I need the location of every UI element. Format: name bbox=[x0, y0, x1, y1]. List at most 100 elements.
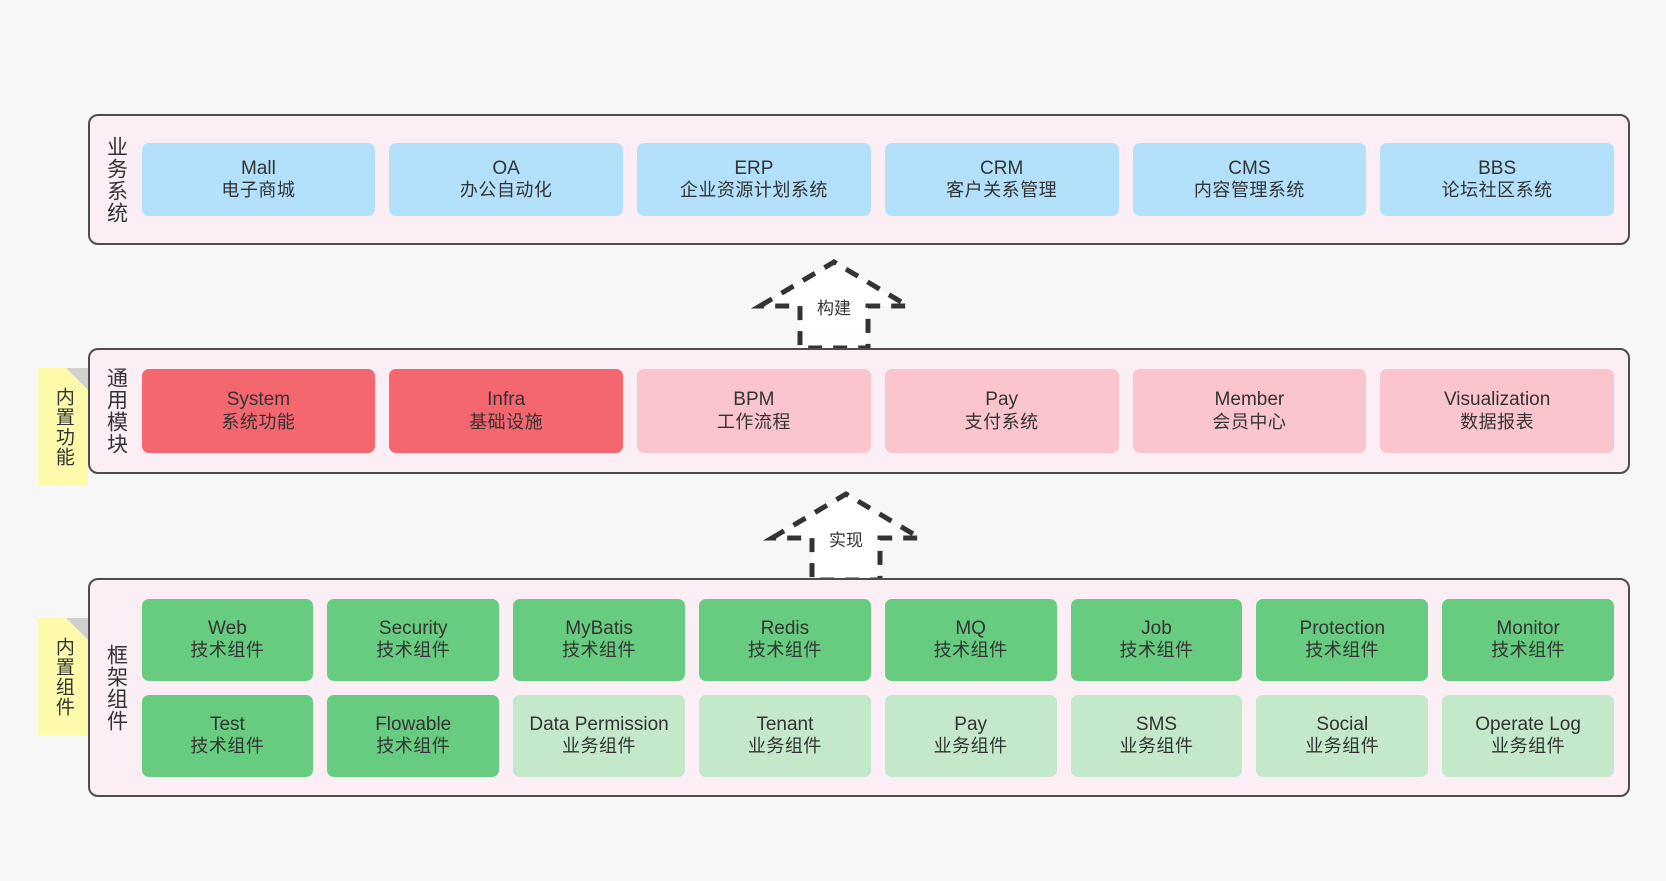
card-member[interactable]: Member 会员中心 bbox=[1132, 369, 1367, 453]
page-fold-icon bbox=[66, 618, 88, 640]
card-title-en: Visualization bbox=[1443, 389, 1551, 411]
layer-title-framework: 框架组件 bbox=[104, 643, 128, 732]
card-operate-log[interactable]: Operate Log 业务组件 bbox=[1442, 694, 1615, 777]
card-data-permission[interactable]: Data Permission 业务组件 bbox=[513, 694, 685, 777]
card-pay-module[interactable]: Pay 支付系统 bbox=[884, 369, 1119, 453]
card-title-en: Member bbox=[1214, 389, 1285, 411]
card-title-cn: 支付系统 bbox=[964, 411, 1039, 432]
card-title-en: MQ bbox=[955, 617, 986, 639]
card-title-cn: 技术组件 bbox=[1119, 640, 1194, 661]
card-title-en: Flowable bbox=[375, 713, 452, 735]
card-title-en: MyBatis bbox=[565, 617, 633, 639]
card-title-en: Protection bbox=[1299, 617, 1386, 639]
card-infra[interactable]: Infra 基础设施 bbox=[389, 369, 624, 453]
card-title-en: ERP bbox=[734, 157, 774, 179]
card-visualization[interactable]: Visualization 数据报表 bbox=[1380, 369, 1615, 453]
card-title-cn: 技术组件 bbox=[562, 640, 637, 661]
layer-title-modules: 通用模块 bbox=[104, 367, 128, 455]
card-title-en: OA bbox=[492, 157, 520, 179]
card-title-cn: 业务组件 bbox=[933, 736, 1008, 757]
card-title-cn: 工作流程 bbox=[716, 411, 791, 432]
card-system[interactable]: System 系统功能 bbox=[141, 369, 376, 453]
card-title-cn: 技术组件 bbox=[747, 640, 822, 661]
card-cms[interactable]: CMS 内容管理系统 bbox=[1132, 143, 1367, 216]
arrow-build-shape bbox=[750, 259, 918, 351]
card-title-en: Pay bbox=[954, 713, 988, 735]
card-sms[interactable]: SMS 业务组件 bbox=[1070, 694, 1243, 777]
card-title-en: BPM bbox=[733, 389, 775, 411]
card-title-cn: 办公自动化 bbox=[459, 180, 553, 201]
sticky-note-label: 内置组件 bbox=[52, 636, 74, 717]
card-flowable[interactable]: Flowable 技术组件 bbox=[327, 694, 500, 777]
layer-panel-modules: 通用模块 System 系统功能 Infra 基础设施 BPM 工作流程 Pay… bbox=[88, 348, 1630, 474]
card-title-cn: 内容管理系统 bbox=[1193, 180, 1305, 201]
card-title-cn: 技术组件 bbox=[1491, 640, 1566, 661]
card-title-cn: 技术组件 bbox=[933, 640, 1008, 661]
business-card-grid: Mall 电子商城 OA 办公自动化 ERP 企业资源计划系统 CRM 客户关系… bbox=[136, 143, 1628, 216]
layer-panel-framework: 框架组件 Web 技术组件 Security 技术组件 MyBatis 技术组件… bbox=[88, 578, 1630, 797]
card-title-en: Web bbox=[208, 617, 247, 639]
card-title-en: Security bbox=[378, 617, 448, 639]
card-protection[interactable]: Protection 技术组件 bbox=[1256, 598, 1429, 681]
card-security[interactable]: Security 技术组件 bbox=[327, 598, 500, 681]
card-title-cn: 业务组件 bbox=[562, 736, 637, 757]
card-social[interactable]: Social 业务组件 bbox=[1256, 694, 1429, 777]
card-mall[interactable]: Mall 电子商城 bbox=[141, 143, 376, 216]
card-test[interactable]: Test 技术组件 bbox=[141, 694, 314, 777]
card-title-cn: 技术组件 bbox=[376, 736, 451, 757]
card-monitor[interactable]: Monitor 技术组件 bbox=[1442, 598, 1615, 681]
card-title-cn: 电子商城 bbox=[221, 180, 296, 201]
card-title-cn: 基础设施 bbox=[469, 411, 544, 432]
business-row: Mall 电子商城 OA 办公自动化 ERP 企业资源计划系统 CRM 客户关系… bbox=[141, 143, 1615, 216]
arrow-implement-shape bbox=[762, 491, 930, 583]
card-title-en: CRM bbox=[980, 157, 1024, 179]
card-title-cn: 技术组件 bbox=[190, 736, 265, 757]
card-title-en: Mall bbox=[240, 157, 276, 179]
arrow-implement: 实现 bbox=[762, 490, 930, 583]
card-title-en: Redis bbox=[760, 617, 810, 639]
layer-panel-business: 业务系统 Mall 电子商城 OA 办公自动化 ERP 企业资源计划系统 CRM… bbox=[88, 114, 1630, 245]
card-title-cn: 数据报表 bbox=[1460, 411, 1535, 432]
card-mybatis[interactable]: MyBatis 技术组件 bbox=[513, 598, 685, 681]
modules-card-grid: System 系统功能 Infra 基础设施 BPM 工作流程 Pay 支付系统… bbox=[136, 369, 1628, 453]
card-title-cn: 业务组件 bbox=[1119, 736, 1194, 757]
card-oa[interactable]: OA 办公自动化 bbox=[389, 143, 624, 216]
card-mq[interactable]: MQ 技术组件 bbox=[884, 598, 1057, 681]
card-title-cn: 论坛社区系统 bbox=[1441, 180, 1553, 201]
card-title-cn: 业务组件 bbox=[1305, 736, 1380, 757]
arrow-build: 构建 bbox=[750, 258, 918, 351]
card-title-cn: 技术组件 bbox=[1305, 640, 1380, 661]
card-job[interactable]: Job 技术组件 bbox=[1070, 598, 1243, 681]
card-title-en: System bbox=[226, 389, 291, 411]
card-title-en: Data Permission bbox=[529, 713, 669, 735]
framework-row-technical: Web 技术组件 Security 技术组件 MyBatis 技术组件 Redi… bbox=[141, 598, 1615, 681]
card-title-cn: 技术组件 bbox=[190, 640, 265, 661]
card-title-en: Job bbox=[1141, 617, 1172, 639]
card-title-en: Operate Log bbox=[1475, 713, 1581, 735]
card-title-en: Tenant bbox=[756, 713, 814, 735]
arrow-build-label: 构建 bbox=[817, 299, 851, 318]
framework-row-business: Test 技术组件 Flowable 技术组件 Data Permission … bbox=[141, 694, 1615, 777]
card-title-cn: 业务组件 bbox=[1491, 736, 1566, 757]
card-bpm[interactable]: BPM 工作流程 bbox=[637, 369, 871, 453]
card-title-en: Infra bbox=[487, 389, 526, 411]
card-title-en: Social bbox=[1316, 713, 1369, 735]
card-erp[interactable]: ERP 企业资源计划系统 bbox=[637, 143, 871, 216]
card-tenant[interactable]: Tenant 业务组件 bbox=[698, 694, 871, 777]
card-pay-component[interactable]: Pay 业务组件 bbox=[884, 694, 1057, 777]
card-title-en: SMS bbox=[1135, 713, 1178, 735]
card-bbs[interactable]: BBS 论坛社区系统 bbox=[1380, 143, 1615, 216]
card-crm[interactable]: CRM 客户关系管理 bbox=[884, 143, 1119, 216]
card-title-en: CMS bbox=[1228, 157, 1271, 179]
arrow-implement-label: 实现 bbox=[829, 531, 863, 550]
sticky-note-label: 内置功能 bbox=[52, 386, 74, 467]
modules-row: System 系统功能 Infra 基础设施 BPM 工作流程 Pay 支付系统… bbox=[141, 369, 1615, 453]
card-redis[interactable]: Redis 技术组件 bbox=[698, 598, 871, 681]
card-title-en: BBS bbox=[1478, 157, 1517, 179]
card-web[interactable]: Web 技术组件 bbox=[141, 598, 314, 681]
sticky-note-builtin-function: 内置功能 bbox=[38, 368, 88, 485]
card-title-en: Monitor bbox=[1496, 617, 1560, 639]
layer-title-business: 业务系统 bbox=[104, 135, 128, 224]
card-title-cn: 技术组件 bbox=[376, 640, 451, 661]
